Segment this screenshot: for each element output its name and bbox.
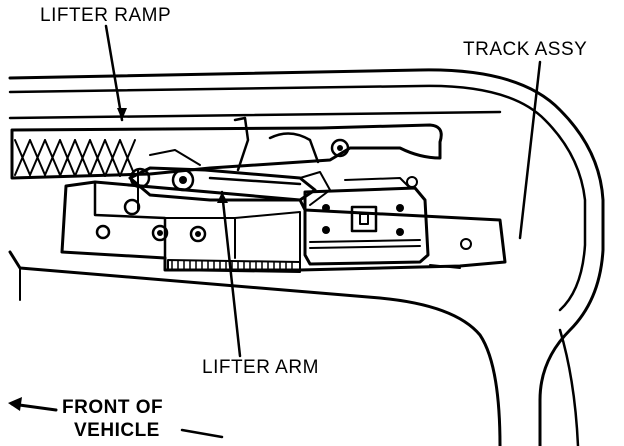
vehicle-label: VEHICLE (74, 420, 160, 441)
track-assy-label: TRACK ASSY (463, 39, 588, 60)
gear-rack (167, 259, 301, 273)
leader-lines (104, 24, 542, 439)
roof-opening-edge (8, 250, 502, 446)
roof-panel-outline (8, 68, 605, 446)
front-of-label: FRONT OF (62, 397, 164, 418)
lifter-ramp-label: LIFTER RAMP (40, 5, 172, 26)
lifter-ramp (10, 116, 443, 180)
front-direction-arrow (8, 397, 58, 412)
lifter-arm (123, 166, 331, 216)
lifter-arm-label: LIFTER ARM (202, 357, 319, 378)
track-assembly (60, 180, 507, 272)
drive-housing (303, 176, 461, 269)
